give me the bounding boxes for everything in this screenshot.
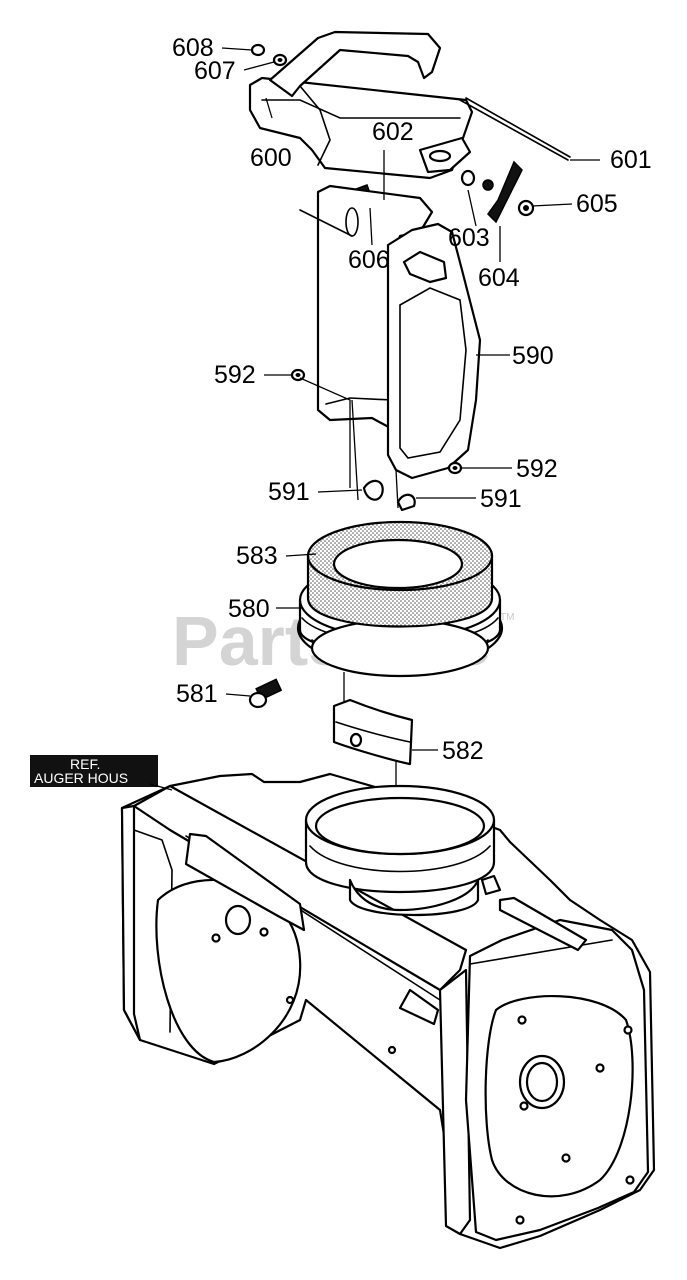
- callout-605[interactable]: 605: [576, 190, 618, 218]
- watermark-trademark: TM: [500, 612, 514, 623]
- callout-603[interactable]: 603: [448, 224, 490, 252]
- callout-labels: 608 607 600 602 601 605 603 606 604 590 …: [172, 34, 652, 765]
- part-603-604-605-knob[interactable]: [460, 160, 535, 224]
- callout-591-right[interactable]: 591: [480, 485, 522, 513]
- reference-label-line2: AUGER HOUS: [34, 770, 128, 786]
- callout-606[interactable]: 606: [348, 246, 390, 274]
- part-583-seal-ring[interactable]: [306, 520, 494, 628]
- part-592-nuts[interactable]: [290, 368, 463, 475]
- part-590-chute[interactable]: [386, 222, 482, 480]
- callout-608[interactable]: 608: [172, 34, 214, 62]
- callout-602[interactable]: 602: [372, 118, 414, 146]
- callout-581[interactable]: 581: [176, 680, 218, 708]
- reference-label: REF. AUGER HOUS: [30, 755, 173, 791]
- callout-leaders: [221, 47, 600, 751]
- callout-592-right[interactable]: 592: [516, 455, 558, 483]
- callout-583[interactable]: 583: [236, 542, 278, 570]
- part-581-screw[interactable]: [248, 678, 283, 709]
- part-608-607-hardware[interactable]: [250, 43, 288, 67]
- callout-592-left[interactable]: 592: [214, 361, 256, 389]
- part-582-plate[interactable]: [332, 698, 414, 766]
- callout-590[interactable]: 590: [512, 342, 554, 370]
- part-auger-housing: [120, 772, 656, 1250]
- callout-591-left[interactable]: 591: [268, 478, 310, 506]
- callout-600[interactable]: 600: [250, 144, 292, 172]
- callout-580[interactable]: 580: [228, 595, 270, 623]
- callout-604[interactable]: 604: [478, 264, 520, 292]
- callout-607[interactable]: 607: [194, 57, 236, 85]
- reference-label-line1: REF.: [70, 756, 100, 772]
- callout-601[interactable]: 601: [610, 146, 652, 174]
- part-591-clips[interactable]: [362, 479, 416, 512]
- part-600-chute-deflector[interactable]: [248, 30, 474, 180]
- callout-582[interactable]: 582: [442, 737, 484, 765]
- part-601-rod[interactable]: [459, 97, 571, 161]
